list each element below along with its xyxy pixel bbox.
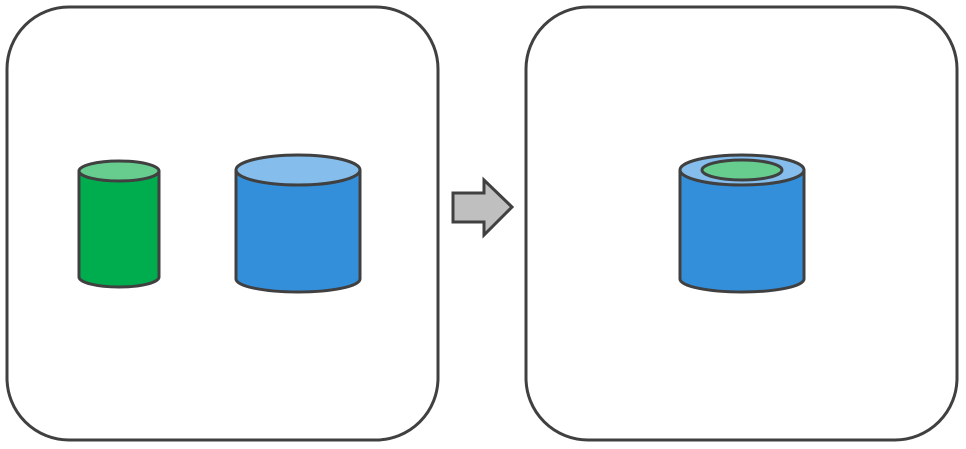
green-cylinder <box>77 159 161 289</box>
inner-green-cylinder-top <box>700 158 784 182</box>
combined-cylinder-body <box>678 168 806 294</box>
panel-before <box>5 5 440 442</box>
blue-cylinder-top <box>234 153 362 187</box>
blue-cylinder-body <box>234 168 362 294</box>
blue-cylinder <box>234 153 362 294</box>
arrow-right-icon <box>451 176 515 239</box>
green-cylinder-top <box>77 159 161 183</box>
green-cylinder-body <box>77 169 161 289</box>
blue-cylinder-with-green-inside <box>678 153 806 294</box>
